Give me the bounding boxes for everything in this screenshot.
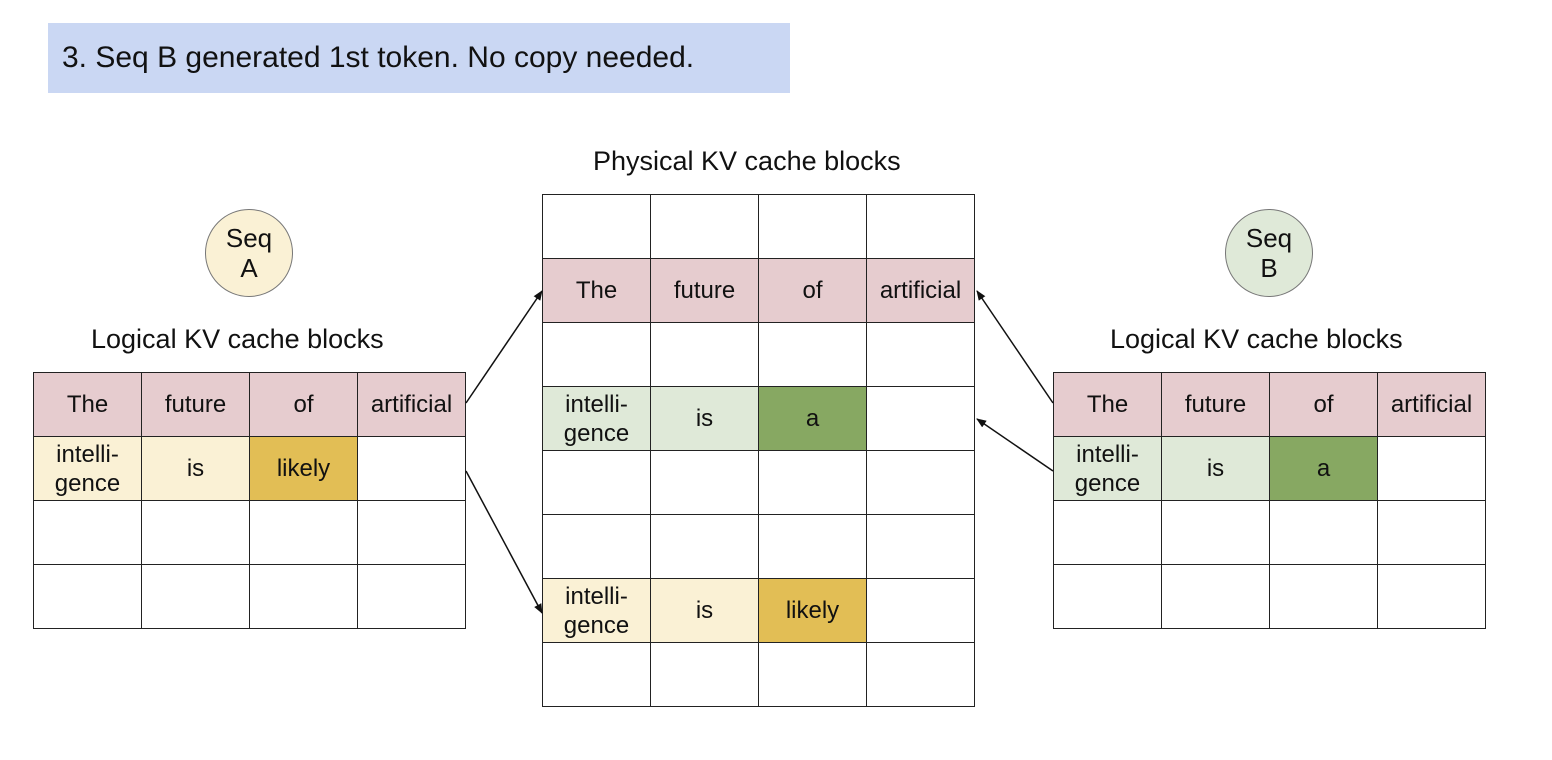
- seq-b-label-line2: B: [1260, 253, 1278, 283]
- physical-title: Physical KV cache blocks: [593, 146, 901, 176]
- arrow-a-block0-to-phys1: [465, 290, 543, 404]
- logical-b-cell: of: [1270, 373, 1378, 437]
- physical-cell: [759, 515, 867, 579]
- physical-cell: [543, 451, 651, 515]
- physical-cell: is: [651, 387, 759, 451]
- logical-a-cell: of: [250, 373, 358, 437]
- physical-cell: likely: [759, 579, 867, 643]
- logical-a-title: Logical KV cache blocks: [91, 324, 384, 354]
- seq-a-label-line1: Seq: [225, 223, 273, 253]
- logical-b-cell: [1378, 437, 1486, 501]
- logical-a-cell: future: [142, 373, 250, 437]
- logical-b-cell: [1162, 501, 1270, 565]
- logical-a-cell: [250, 501, 358, 565]
- step-banner: 3. Seq B generated 1st token. No copy ne…: [48, 23, 790, 93]
- logical-b-cell: a: [1270, 437, 1378, 501]
- logical-a-cell: [358, 437, 466, 501]
- seq-a-label-line2: A: [240, 253, 258, 283]
- physical-cell: [651, 643, 759, 707]
- physical-cell: [867, 451, 975, 515]
- logical-a-cell: [34, 501, 142, 565]
- logical-b-title: Logical KV cache blocks: [1110, 324, 1403, 354]
- physical-cell: [651, 195, 759, 259]
- step-banner-text: 3. Seq B generated 1st token. No copy ne…: [62, 41, 695, 74]
- logical-b-cell: [1378, 501, 1486, 565]
- logical-a-cell: [34, 565, 142, 629]
- logical-a-cell: is: [142, 437, 250, 501]
- logical-b-cell: intelli- gence: [1054, 437, 1162, 501]
- logical-a-cell: [250, 565, 358, 629]
- logical-b-cell: [1162, 565, 1270, 629]
- physical-cell: [867, 579, 975, 643]
- seq-b-badge: Seq B: [1225, 209, 1313, 297]
- physical-cell: [867, 515, 975, 579]
- logical-b-cell: [1270, 501, 1378, 565]
- physical-cell: [543, 643, 651, 707]
- logical-b-cell: [1378, 565, 1486, 629]
- logical-b-cell: is: [1162, 437, 1270, 501]
- physical-cell: [759, 195, 867, 259]
- physical-cell: [543, 195, 651, 259]
- physical-cell: [651, 451, 759, 515]
- physical-cell: is: [651, 579, 759, 643]
- physical-cell: [759, 323, 867, 387]
- physical-cell: [867, 323, 975, 387]
- physical-cell: [867, 643, 975, 707]
- arrow-a-block1-to-phys6: [465, 470, 543, 614]
- logical-b-cell: [1270, 565, 1378, 629]
- logical-a-cell: [142, 565, 250, 629]
- logical-b-cell: [1054, 565, 1162, 629]
- logical-a-cell: [358, 565, 466, 629]
- physical-cell: [651, 323, 759, 387]
- physical-cell: [867, 387, 975, 451]
- logical-a-cell: [358, 501, 466, 565]
- logical-a-cell: The: [34, 373, 142, 437]
- seq-b-label-line1: Seq: [1245, 223, 1293, 253]
- physical-cell: intelli- gence: [543, 387, 651, 451]
- arrow-b-block1-to-phys3: [976, 418, 1054, 472]
- logical-a-cell: [142, 501, 250, 565]
- logical-b-cell: [1054, 501, 1162, 565]
- physical-cell: of: [759, 259, 867, 323]
- physical-cell: [867, 195, 975, 259]
- physical-cell: [543, 515, 651, 579]
- physical-cell: [543, 323, 651, 387]
- physical-cell: future: [651, 259, 759, 323]
- seq-a-badge: Seq A: [205, 209, 293, 297]
- logical-b-cell: artificial: [1378, 373, 1486, 437]
- physical-cell: a: [759, 387, 867, 451]
- logical-a-cell: intelli- gence: [34, 437, 142, 501]
- physical-cell: [759, 643, 867, 707]
- physical-cell: The: [543, 259, 651, 323]
- logical-a-cell: likely: [250, 437, 358, 501]
- physical-cell: [759, 451, 867, 515]
- physical-cell: intelli- gence: [543, 579, 651, 643]
- physical-cell: artificial: [867, 259, 975, 323]
- logical-b-cell: The: [1054, 373, 1162, 437]
- physical-cell: [651, 515, 759, 579]
- arrow-b-block0-to-phys1: [976, 290, 1054, 404]
- logical-b-cell: future: [1162, 373, 1270, 437]
- logical-a-cell: artificial: [358, 373, 466, 437]
